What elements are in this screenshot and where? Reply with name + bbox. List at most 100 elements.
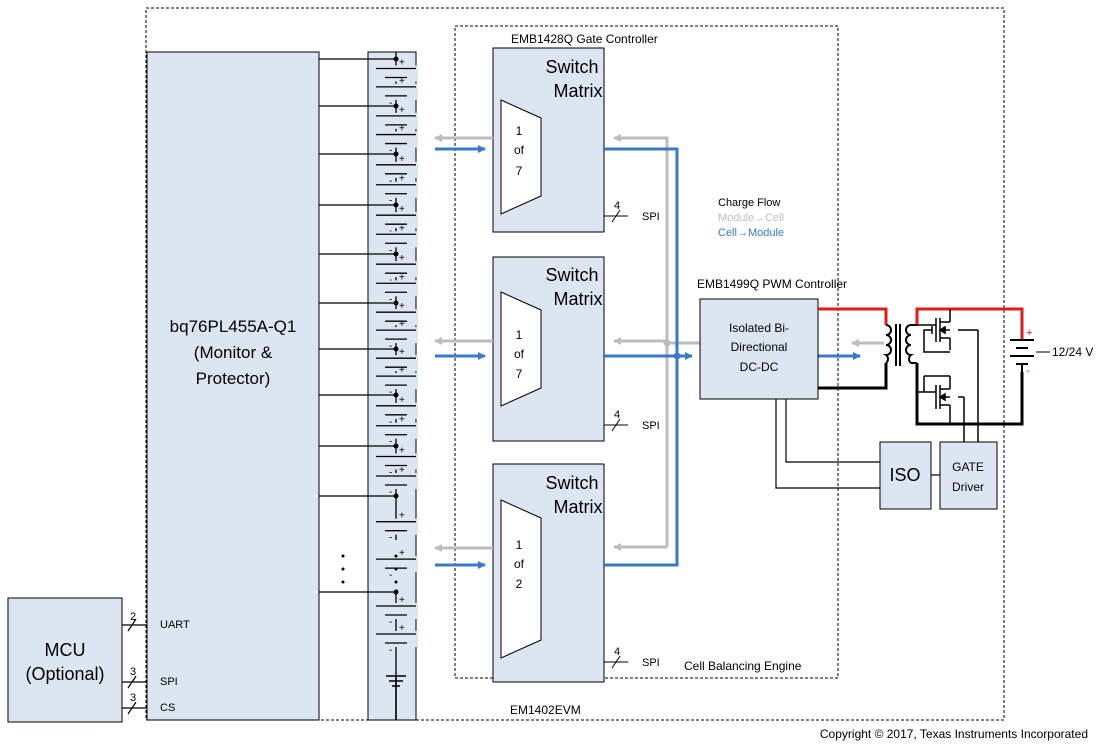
cell-icon: +- bbox=[374, 465, 418, 498]
module-to-cell-paths bbox=[434, 134, 884, 552]
switch-matrix-2: Switch Matrix 1 of 7 4 SPI bbox=[492, 256, 660, 442]
tap-node bbox=[393, 493, 399, 499]
mux-label: 1 bbox=[516, 124, 523, 138]
svg-text:+: + bbox=[399, 365, 405, 376]
cell-icon: +- bbox=[374, 548, 418, 581]
bus-name: SPI bbox=[642, 211, 660, 223]
svg-text:+: + bbox=[399, 301, 405, 312]
svg-text:-: - bbox=[389, 341, 392, 352]
bus-name: SPI bbox=[642, 420, 660, 432]
svg-text:-: - bbox=[389, 98, 392, 109]
svg-text:+: + bbox=[399, 347, 405, 358]
svg-text:-: - bbox=[389, 387, 392, 398]
tap-node bbox=[393, 392, 399, 398]
cell-icon: +- bbox=[374, 623, 418, 656]
mcu-block bbox=[7, 597, 123, 723]
svg-text:+: + bbox=[399, 595, 405, 606]
mcu-line1: MCU bbox=[45, 640, 86, 660]
svg-text:-: - bbox=[389, 245, 392, 256]
cell-icon: +- bbox=[374, 395, 418, 428]
mosfet-icon bbox=[917, 309, 979, 442]
ellipsis-dots bbox=[341, 554, 398, 584]
cell-icon: +- bbox=[374, 223, 418, 256]
mux-label: 1 bbox=[516, 538, 523, 552]
gate-driver-line2: Driver bbox=[952, 480, 984, 494]
cell-icon: +- bbox=[374, 174, 418, 207]
tap-node bbox=[393, 589, 399, 595]
charge-flow-title: Charge Flow bbox=[718, 197, 780, 209]
cell-icon: +- bbox=[374, 124, 418, 157]
svg-text:+: + bbox=[399, 395, 405, 406]
cell-to-module-paths bbox=[435, 145, 861, 569]
switch-matrix-title: Switch bbox=[545, 57, 598, 77]
mux-label: of bbox=[514, 143, 525, 157]
bus-name: SPI bbox=[642, 657, 660, 669]
svg-text:+: + bbox=[399, 465, 405, 476]
iso-block bbox=[879, 441, 932, 510]
transformer-icon bbox=[883, 324, 917, 366]
cell-icon: +- bbox=[374, 446, 418, 479]
gate-driver-block bbox=[939, 441, 998, 510]
mux-icon bbox=[500, 99, 542, 215]
mcu-cs-label: CS bbox=[160, 702, 175, 714]
board-label: EM1402EVM bbox=[510, 703, 581, 717]
svg-text:+: + bbox=[399, 174, 405, 185]
mux-label: 2 bbox=[516, 577, 523, 591]
control-lines bbox=[775, 399, 940, 489]
cell-icon: +- bbox=[374, 319, 418, 352]
power-return-rail bbox=[818, 363, 1024, 426]
mcu-signal-lines bbox=[122, 618, 147, 715]
tap-node bbox=[393, 346, 399, 352]
pwm-controller-label: EMB1499Q PWM Controller bbox=[697, 277, 847, 291]
svg-text:+: + bbox=[399, 548, 405, 559]
dcdc-line1: Isolated Bi- bbox=[729, 321, 789, 335]
switch-matrix-3: Switch Matrix 1 of 2 4 SPI bbox=[492, 463, 660, 683]
svg-text:-: - bbox=[389, 437, 392, 448]
monitor-line1: bq76PL455A-Q1 bbox=[170, 317, 297, 336]
cell-icon: +- bbox=[374, 347, 418, 380]
svg-text:-: - bbox=[389, 417, 392, 428]
mcu-line2: (Optional) bbox=[25, 664, 104, 684]
cell-icon: +- bbox=[374, 415, 418, 448]
tap-node bbox=[393, 103, 399, 109]
supply-label: 12/24 V bbox=[1052, 345, 1093, 359]
cell-icon: +- bbox=[374, 595, 418, 628]
svg-text:+: + bbox=[399, 415, 405, 426]
tap-node bbox=[393, 443, 399, 449]
mcu-uart-label: UART bbox=[160, 619, 190, 631]
dcdc-line3: DC-DC bbox=[740, 360, 779, 374]
mcu-spi-count: 3 bbox=[130, 666, 136, 678]
svg-text:-: - bbox=[389, 146, 392, 157]
svg-text:+: + bbox=[399, 623, 405, 634]
cell-icon: +- bbox=[374, 253, 418, 286]
svg-text:+: + bbox=[399, 105, 405, 116]
switch-matrix-title: Switch bbox=[545, 473, 598, 493]
tap-node bbox=[393, 251, 399, 257]
mux-label: of bbox=[514, 557, 525, 571]
svg-text:-: - bbox=[389, 487, 392, 498]
cell-balancing-boundary bbox=[454, 25, 839, 679]
monitor-line2: (Monitor & bbox=[194, 343, 273, 362]
svg-text:+: + bbox=[399, 272, 405, 283]
svg-text:-: - bbox=[389, 294, 392, 305]
svg-text:+: + bbox=[399, 223, 405, 234]
svg-text:-: - bbox=[389, 645, 392, 656]
tap-node bbox=[393, 202, 399, 208]
monitor-line3: Protector) bbox=[196, 369, 271, 388]
cell-stack: +-+-+-+-+-+-+-+-+-+-+-+-+-+-+-+-+-+-+-+-… bbox=[374, 52, 418, 720]
legend-module-to-cell: Module→Cell bbox=[718, 212, 784, 224]
mux-label: 7 bbox=[516, 164, 523, 178]
bus-count: 4 bbox=[614, 200, 620, 212]
svg-text:+: + bbox=[399, 446, 405, 457]
cell-tap-lines bbox=[319, 56, 399, 595]
svg-text:+: + bbox=[399, 124, 405, 135]
cell-icon: +- bbox=[374, 272, 418, 305]
mcu-cs-count: 3 bbox=[130, 692, 136, 704]
switch-matrix-title: Matrix bbox=[554, 81, 603, 101]
iso-label: ISO bbox=[889, 465, 920, 485]
gate-controller-label: EMB1428Q Gate Controller bbox=[511, 32, 658, 46]
svg-text:-: - bbox=[389, 176, 392, 187]
tap-node bbox=[393, 56, 399, 62]
switch-matrix-title: Matrix bbox=[554, 497, 603, 517]
